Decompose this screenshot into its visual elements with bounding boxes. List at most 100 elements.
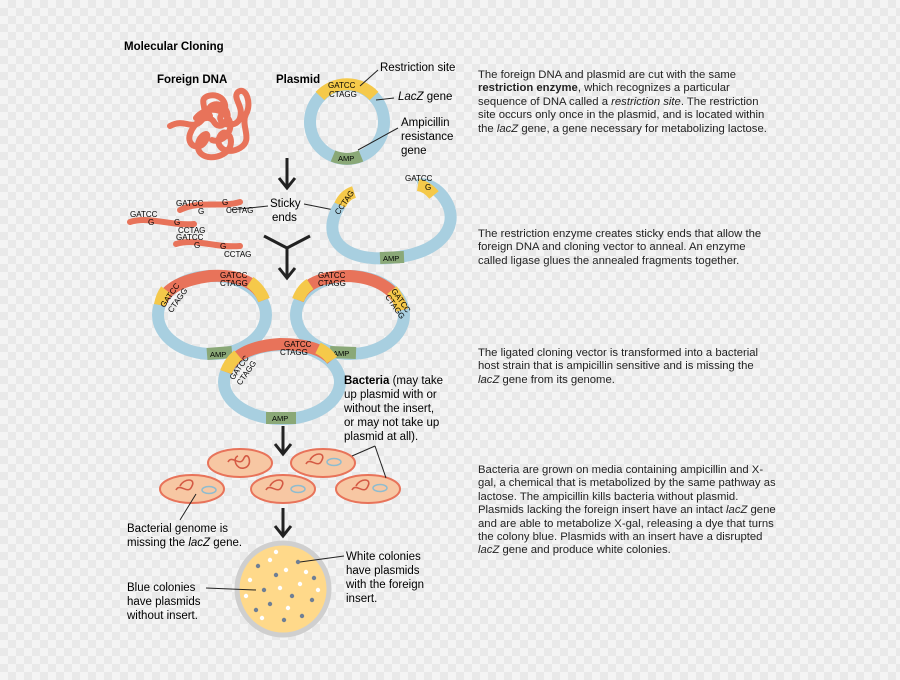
plasmid-amp-label: AMP: [338, 154, 354, 163]
foreign-dna-coil: [167, 87, 252, 161]
d1-e: . The restriction site occurs only once …: [478, 95, 765, 135]
description-step-3: The ligated cloning vector is transforme…: [478, 347, 778, 387]
d3-a: The ligated cloning vector is transforme…: [478, 347, 759, 373]
frag3-seq-c: G: [220, 242, 226, 251]
rpc-seq-top: GATCC: [284, 340, 312, 349]
rpb-amp-label: AMP: [333, 349, 349, 358]
arrow-down-1: [277, 158, 297, 191]
amp-resistance-label-1: Ampicillin: [401, 117, 450, 129]
description-step-4: Bacteria are grown on media containing a…: [478, 464, 778, 558]
diagram-title: Molecular Cloning: [124, 41, 224, 53]
white-colonies-label-4: insert.: [346, 593, 377, 605]
bacterium-1: [207, 448, 273, 478]
arrow-merge: [263, 234, 311, 281]
d4-c: gene and are able to metabolize X-gal, r…: [478, 504, 776, 544]
genome-pointer: [179, 493, 197, 521]
d4-b: lacZ: [726, 504, 748, 517]
rpb-seq-bottom: CTAGG: [318, 279, 346, 288]
plasmid-label: Plasmid: [276, 74, 320, 86]
frag3-seq-a: GATCC: [176, 233, 204, 242]
frag1-seq-c: G: [222, 198, 228, 207]
frag2-seq-d: CCTAG: [178, 226, 205, 235]
frag1-seq-d: CCTAG: [226, 206, 253, 215]
d1-c: , which recognizes a particular sequence…: [478, 82, 730, 108]
bacteria-label-4: or may not take up: [344, 417, 439, 429]
bacterium-4: [250, 474, 316, 504]
bacteria-cells: [159, 448, 401, 504]
opened-amp-label: AMP: [383, 254, 399, 263]
bacteria-label-2: up plasmid with or: [344, 389, 437, 401]
white-colonies: [243, 549, 321, 621]
description-step-1: The foreign DNA and plasmid are cut with…: [478, 69, 778, 136]
frag3-seq-b: G: [194, 241, 200, 250]
bacteria-label-5: plasmid at all).: [344, 431, 418, 443]
d4-a: Bacteria are grown on media containing a…: [478, 464, 776, 517]
genome-label-2: missing the lacZ gene.: [127, 537, 242, 549]
d1-d: restriction site: [611, 95, 681, 108]
rpa-amp-label: AMP: [210, 350, 226, 359]
blue-colonies-label-1: Blue colonies: [127, 582, 196, 594]
foreign-dna-label: Foreign DNA: [157, 74, 227, 86]
d1-a: The foreign DNA and plasmid are cut with…: [478, 69, 737, 81]
bacteria-label-1: Bacteria (may take: [344, 375, 443, 387]
rpa-seq-bottom: CTAGG: [220, 279, 248, 288]
opened-plasmid: CCTAG GATCC G AMP: [326, 174, 457, 265]
dna-fragments: GATCC G G CCTAG GATCC G G CCTAG GATCC G …: [127, 198, 253, 259]
bacteria-rest-1: (may take: [389, 375, 443, 387]
sticky-callouts: [229, 203, 335, 211]
blue-colonies-label-3: without insert.: [126, 610, 198, 622]
lacz-italic: LacZ: [398, 91, 425, 103]
frag2-seq-a: GATCC: [130, 210, 158, 219]
amp-resistance-label-3: gene: [401, 145, 427, 157]
plasmid-callouts: [357, 69, 399, 151]
arrow-down-3: [273, 426, 293, 457]
rpa-seq-top: GATCC: [220, 271, 248, 280]
genome-2c: gene.: [210, 537, 242, 549]
d1-g: gene, a gene necessary for metabolizing …: [518, 122, 767, 135]
frag2-seq-b: G: [148, 218, 154, 227]
white-colonies-label-1: White colonies: [346, 551, 421, 563]
plasmid-seq-bottom: CTAGG: [329, 90, 357, 99]
lacz-gene-label: LacZ gene: [398, 91, 452, 103]
sticky-ends-label-2: ends: [272, 212, 297, 224]
d1-b: restriction enzyme: [478, 82, 578, 95]
d4-d: lacZ: [478, 544, 500, 557]
bacteria-label-3: without the insert,: [343, 403, 434, 415]
blue-colonies: [253, 559, 317, 623]
bacterium-5: [335, 474, 401, 504]
frag1-seq-a: GATCC: [176, 199, 204, 208]
frag3-seq-d: CCTAG: [224, 250, 251, 259]
bacteria-pointers: [351, 445, 387, 479]
rpb-seq-top: GATCC: [318, 271, 346, 280]
bacterium-2: [290, 448, 356, 478]
genome-2b: lacZ: [188, 537, 211, 549]
description-step-2: The restriction enzyme creates sticky en…: [478, 228, 762, 267]
d4-e: gene and produce white colonies.: [499, 544, 671, 557]
recombinant-plasmid-c: GATCC CTAGG GATCC CTAGG AMP: [218, 337, 346, 425]
plasmid-seq-top: GATCC: [328, 81, 356, 90]
amp-resistance-label-2: resistance: [401, 131, 453, 143]
d3-c: gene from its genome.: [499, 373, 615, 386]
restriction-site-label: Restriction site: [380, 62, 455, 74]
d3-b: lacZ: [478, 373, 500, 386]
opened-seq-gatcc: GATCC: [405, 174, 433, 183]
plasmid-ring: GATCC CTAGG AMP: [304, 78, 390, 165]
arrow-down-4: [273, 508, 293, 539]
colony-callouts: [205, 555, 345, 591]
rpc-amp-label: AMP: [272, 414, 288, 423]
genome-2a: missing the: [127, 537, 188, 549]
bacteria-bold: Bacteria: [344, 375, 390, 387]
white-colonies-label-2: have plasmids: [346, 565, 420, 577]
recombinant-plasmid-b: GATCC CTAGG GATCC CTAGG AMP: [290, 269, 412, 360]
rpc-seq-bottom: CTAGG: [280, 348, 308, 357]
recombinant-plasmid-a: GATCC CTAGG GATCC CTAGG AMP: [152, 269, 272, 360]
blue-colonies-label-2: have plasmids: [127, 596, 201, 608]
sticky-ends-label-1: Sticky: [270, 198, 301, 210]
petri-dish: [234, 540, 332, 638]
lacz-suffix: gene: [424, 91, 453, 103]
bacterium-3: [159, 474, 225, 504]
frag2-seq-c: G: [174, 218, 180, 227]
frag1-seq-b: G: [198, 207, 204, 216]
